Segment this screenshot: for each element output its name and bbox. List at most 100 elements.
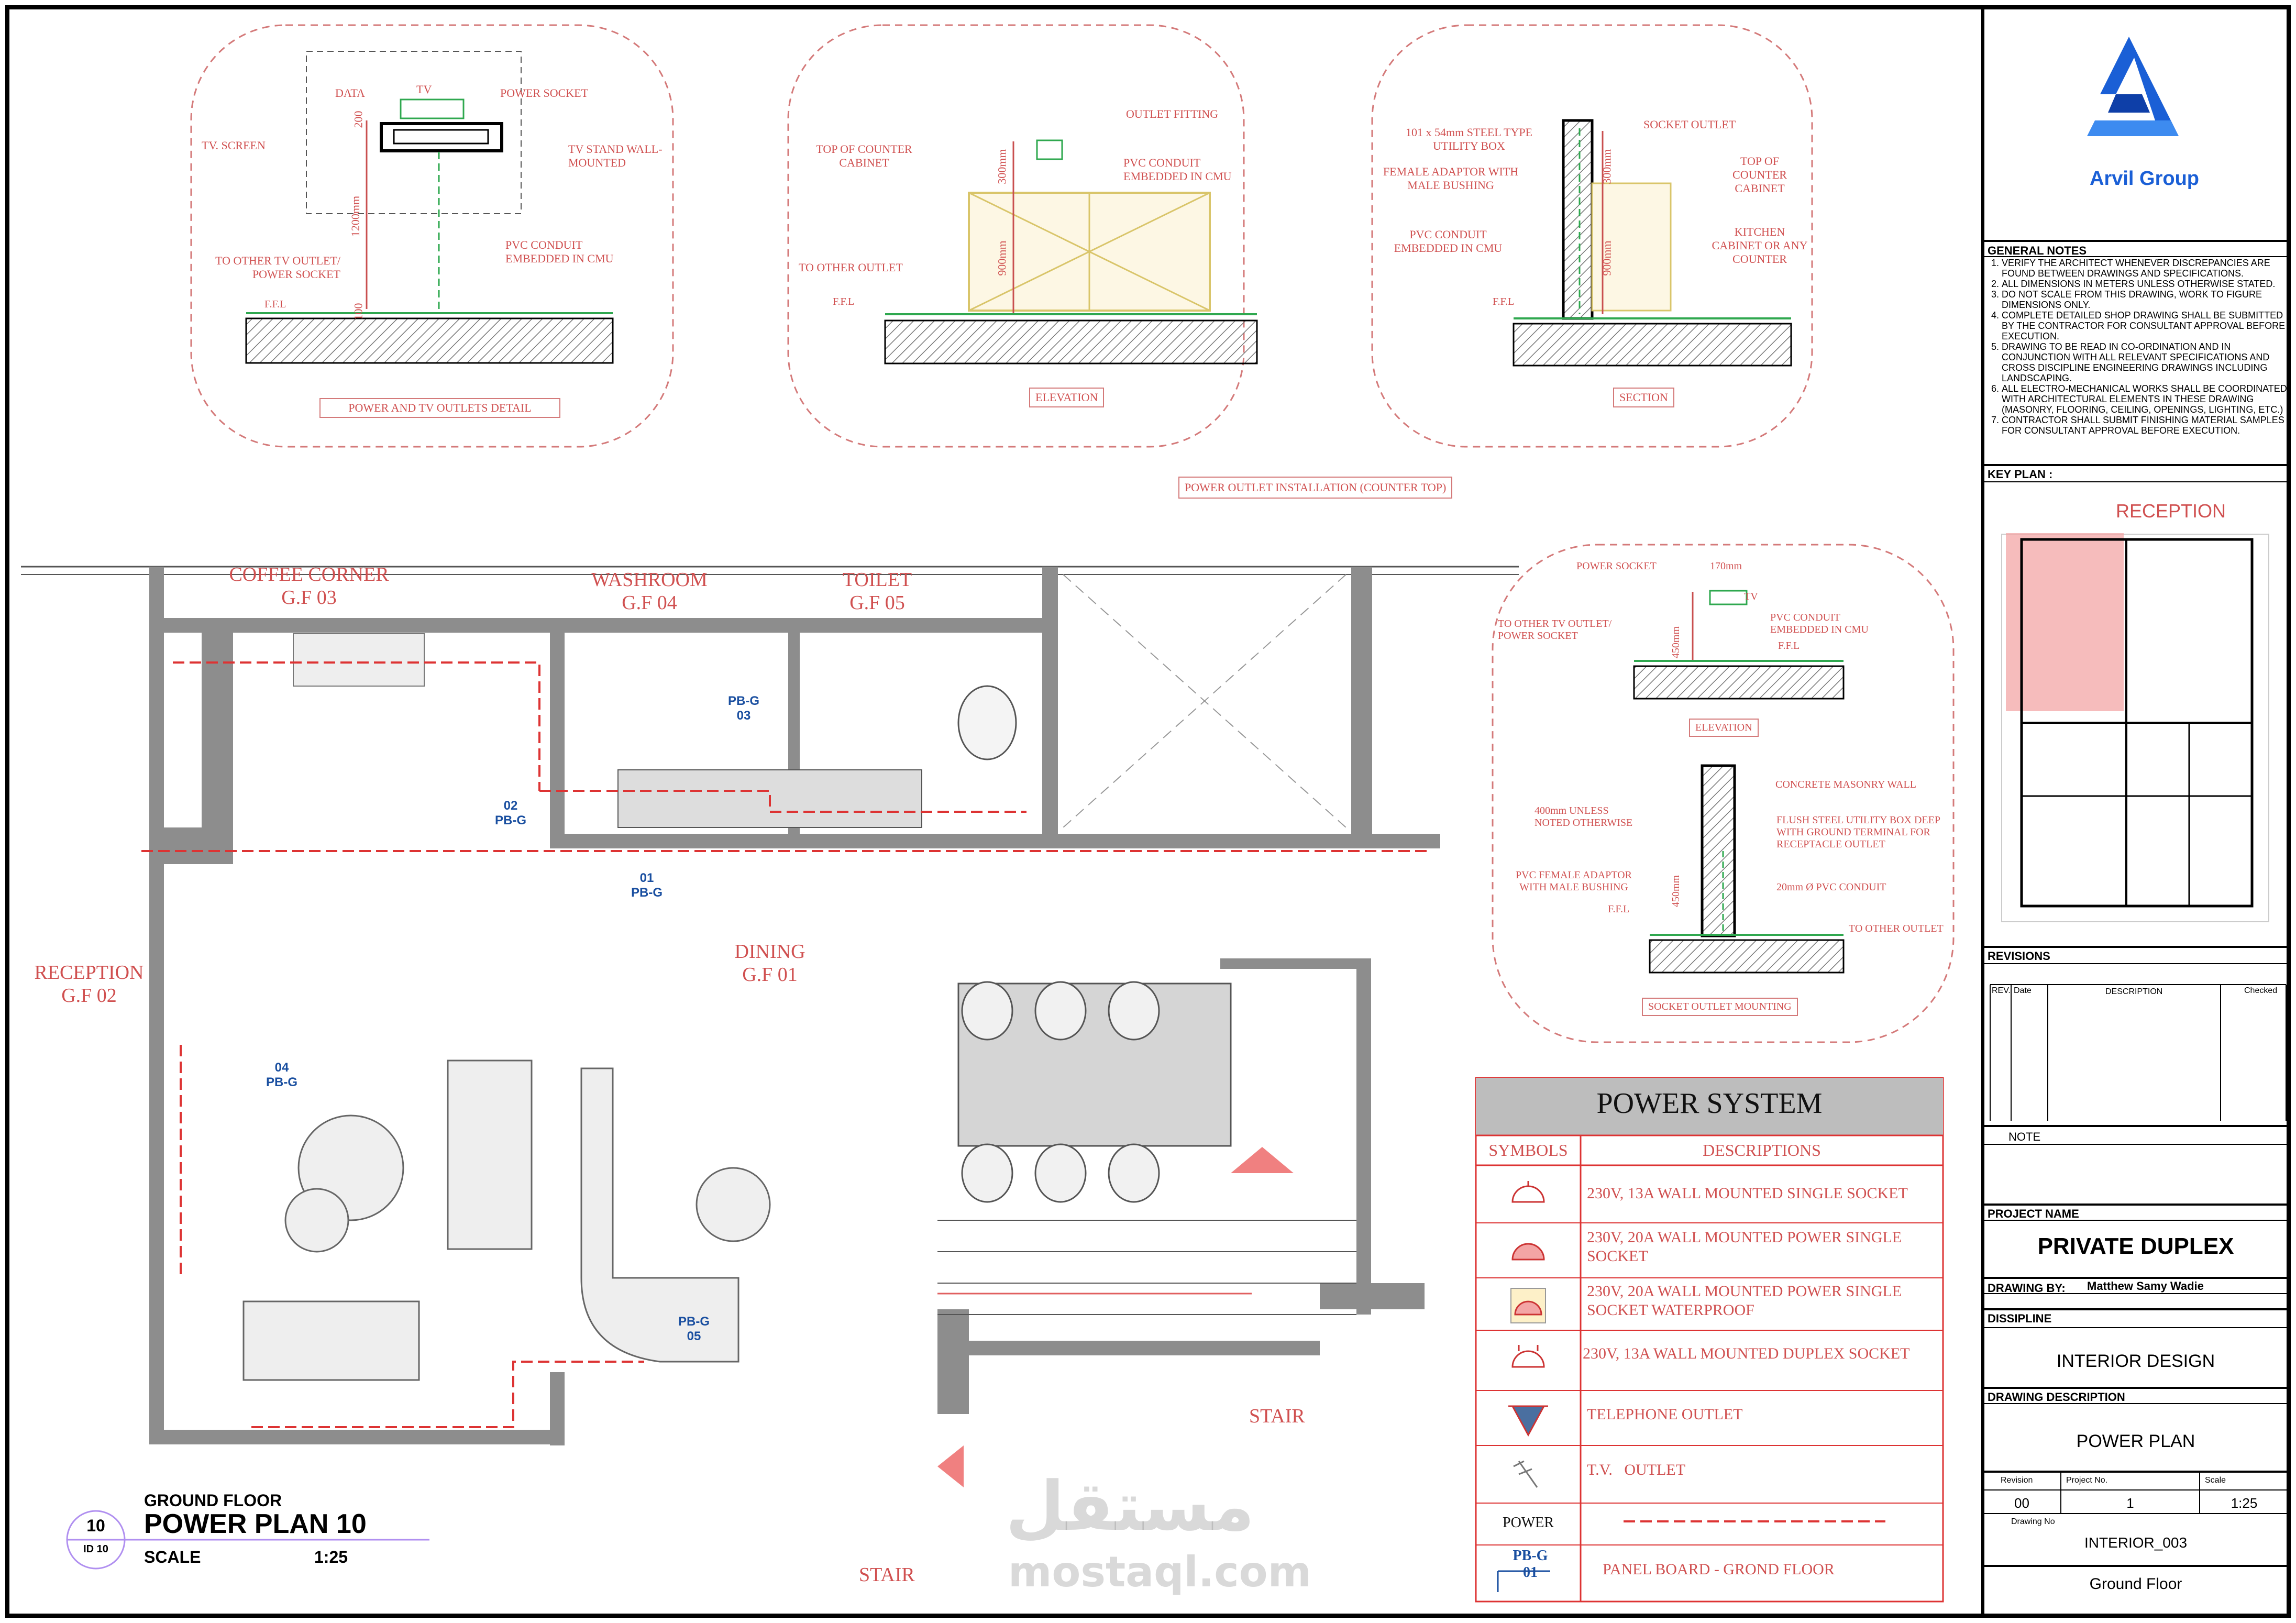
small-elev-ffl: F.F.L	[1778, 640, 1800, 652]
key-plan-title: KEY PLAN :	[1988, 468, 2053, 481]
legend-desc-3: 230V, 20A WALL MOUNTED POWER SINGLE SOCK…	[1587, 1283, 1902, 1319]
drawing-name: POWER PLAN 10	[144, 1509, 367, 1539]
elev-label-conduit: PVC CONDUIT EMBEDDED IN CMU	[1123, 156, 1232, 183]
sect-label-box: 101 x 54mm STEEL TYPE UTILITY BOX	[1406, 126, 1532, 152]
tv-dim-1200: 1200mm	[349, 195, 362, 237]
room-dining: DINING G.F 01	[718, 940, 822, 986]
room-reception: RECEPTION G.F 02	[29, 961, 149, 1007]
small-elev-tv: TV	[1744, 591, 1758, 602]
tv-outlet-detail	[190, 24, 674, 448]
mount-label-adaptor: PVC FEMALE ADAPTOR WITH MALE BUSHING	[1516, 869, 1632, 893]
sect-label-adaptor: FEMALE ADAPTOR WITH MALE BUSHING	[1383, 165, 1519, 192]
room-code: G.F 01	[742, 964, 798, 986]
legend-grid	[1475, 1077, 1944, 1603]
tv-label-screen: TV. SCREEN	[202, 139, 266, 152]
tv-label-ffl: F.F.L	[264, 299, 286, 310]
drawing-description: POWER PLAN	[2076, 1431, 2195, 1451]
mount-label-400: 400mm UNLESS NOTED OTHERWISE	[1535, 805, 1633, 829]
elev-label-ffl: F.F.L	[833, 296, 855, 307]
tv-label-tv: TV	[416, 83, 432, 96]
note-item: VERIFY THE ARCHITECT WHENEVER DISCREPANC…	[2002, 258, 2295, 279]
room-code: G.F 03	[281, 587, 337, 609]
mount-label-box: FLUSH STEEL UTILITY BOX DEEP WITH GROUND…	[1776, 814, 1940, 850]
note-item: DO NOT SCALE FROM THIS DRAWING, WORK TO …	[2002, 289, 2295, 310]
revision-label: Revision	[2001, 1476, 2033, 1485]
sect-label-ffl: F.F.L	[1493, 296, 1515, 307]
drawing-no-label: Drawing No	[2011, 1517, 2055, 1526]
legend-col-descriptions: DESCRIPTIONS	[1703, 1141, 1821, 1160]
rev-col-rev: REV.	[1992, 986, 2011, 995]
general-notes-title: GENERAL NOTES	[1988, 244, 2087, 257]
legend-desc-8: PANEL BOARD - GROND FLOOR	[1603, 1561, 1835, 1578]
counter-group-title: POWER OUTLET INSTALLATION (COUNTER TOP)	[1178, 477, 1453, 499]
legend-desc-6: T.V. OUTLET	[1587, 1461, 1686, 1478]
mount-label-pvc: 20mm Ø PVC CONDUIT	[1776, 881, 1886, 893]
note-item: COMPLETE DETAILED SHOP DRAWING SHALL BE …	[2002, 310, 2295, 341]
mount-dim-450: 450mm	[1670, 875, 1682, 908]
legend-power-label: POWER	[1503, 1515, 1554, 1531]
room-code: G.F 02	[61, 985, 117, 1007]
project-name-label: PROJECT NAME	[1988, 1207, 2079, 1220]
legend-desc-2: 230V, 20A WALL MOUNTED POWER SINGLE SOCK…	[1587, 1229, 1902, 1265]
watermark-latin: mostaql.com	[1008, 1548, 1311, 1596]
waterproof-socket-icon	[1510, 1288, 1546, 1323]
legend-desc-4: 230V, 13A WALL MOUNTED DUPLEX SOCKET	[1583, 1345, 1910, 1362]
note-item: ALL DIMENSIONS IN METERS UNLESS OTHERWIS…	[2002, 279, 2295, 289]
single-socket-icon	[1511, 1181, 1545, 1203]
elevation-title: ELEVATION	[1029, 388, 1105, 407]
counter-elevation-detail	[787, 24, 1258, 448]
project-no-label: Project No.	[2066, 1476, 2108, 1485]
elev-label-fitting: OUTLET FITTING	[1126, 107, 1219, 120]
tv-label-power-socket: POWER SOCKET	[500, 86, 589, 100]
watermark-arabic: مستقل	[1006, 1466, 1255, 1546]
stair-label-1: STAIR	[1249, 1405, 1305, 1427]
note-item: ALL ELECTRO-MECHANICAL WORKS SHALL BE CO…	[2002, 383, 2295, 415]
sect-label-socket: SOCKET OUTLET	[1643, 118, 1736, 131]
room-coffee-corner: COFFEE CORNER G.F 03	[228, 563, 390, 609]
power-socket-20a-icon	[1511, 1243, 1545, 1261]
mount-label-cmu: CONCRETE MASONRY WALL	[1775, 779, 1916, 790]
floor-label: Ground Floor	[2089, 1575, 2182, 1593]
sect-label-counter: TOP OF COUNTER CABINET	[1732, 154, 1787, 195]
tv-detail-title: POWER AND TV OUTLETS DETAIL	[319, 398, 560, 418]
section-title: SECTION	[1613, 388, 1674, 407]
general-notes-list: VERIFY THE ARCHITECT WHENEVER DISCREPANC…	[1985, 258, 2295, 436]
brand-name: Arvil Group	[2090, 168, 2200, 190]
tv-dim-200: 200	[351, 111, 365, 128]
mount-label-ffl: F.F.L	[1608, 903, 1630, 915]
socket-mount-title: SOCKET OUTLET MOUNTING	[1642, 998, 1798, 1016]
discipline-label: DISSIPLINE	[1988, 1312, 2052, 1325]
stair-label-2: STAIR	[859, 1564, 915, 1586]
counter-section-detail	[1371, 24, 1813, 448]
drawing-by-label: DRAWING BY:	[1988, 1282, 2066, 1295]
small-elevation-detail	[1492, 544, 1955, 1043]
tv-label-stand: TV STAND WALL-MOUNTED	[568, 142, 663, 169]
legend-desc-1: 230V, 13A WALL MOUNTED SINGLE SOCKET	[1587, 1185, 1908, 1202]
tv-outlet-icon	[1513, 1460, 1538, 1488]
revision-value: 00	[2014, 1495, 2029, 1511]
key-plan	[2001, 533, 2269, 922]
elev-label-other: TO OTHER OUTLET	[799, 261, 903, 274]
small-elev-dim-450: 450mm	[1670, 626, 1682, 659]
room-code: G.F 04	[622, 592, 677, 614]
scale-label: Scale	[2205, 1476, 2226, 1485]
room-name: DINING	[734, 941, 805, 963]
tv-label-data: DATA	[335, 86, 365, 100]
tv-label-other: TO OTHER TV OUTLET/ POWER SOCKET	[215, 254, 340, 281]
duplex-socket-icon	[1511, 1345, 1545, 1368]
tv-dim-100: 100	[351, 303, 365, 321]
title-block-grid	[1983, 240, 2289, 1567]
drawing-id: ID 10	[83, 1543, 108, 1555]
legend-desc-5: TELEPHONE OUTLET	[1587, 1406, 1743, 1423]
room-name: COFFEE CORNER	[229, 564, 389, 586]
key-plan-label: RECEPTION	[2116, 500, 2226, 522]
arvil-logo-icon	[2087, 37, 2179, 136]
project-no-value: 1	[2126, 1495, 2134, 1511]
drawing-scale-label: SCALE	[144, 1548, 201, 1566]
small-elev-title: ELEVATION	[1689, 719, 1759, 737]
room-name: WASHROOM	[591, 569, 708, 591]
